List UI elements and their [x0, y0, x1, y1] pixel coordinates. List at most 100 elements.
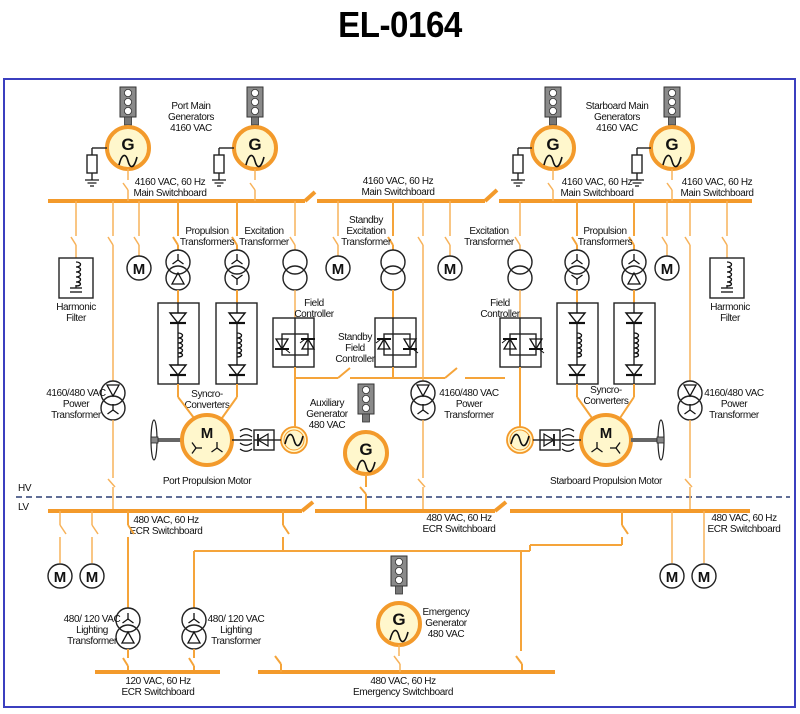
svg-text:4160/480 VAC: 4160/480 VAC: [46, 388, 106, 399]
svg-text:Transformer: Transformer: [709, 410, 760, 421]
svg-text:Port Main: Port Main: [171, 101, 210, 112]
motor-lv-starboard-1[interactable]: [659, 511, 685, 589]
svg-text:Harmonic: Harmonic: [710, 302, 750, 313]
svg-text:Controller: Controller: [294, 309, 334, 320]
svg-text:Propulsion: Propulsion: [185, 226, 228, 237]
svg-text:Converters: Converters: [584, 396, 629, 407]
svg-text:G: G: [248, 135, 261, 154]
hv-zone-label: HV: [18, 483, 32, 494]
field-controller-port[interactable]: Field Controller: [272, 298, 335, 368]
motor-lv-starboard-2[interactable]: [691, 511, 717, 589]
svg-text:Generators: Generators: [594, 112, 640, 123]
brushless-exciter-port[interactable]: [232, 426, 308, 454]
svg-text:480 VAC, 60 Hz: 480 VAC, 60 Hz: [426, 513, 492, 524]
motor-lv-port-2[interactable]: [79, 511, 105, 589]
power-transformer-port[interactable]: 4160/480 VAC Power Transformer: [46, 201, 126, 511]
brushless-exciter-starboard[interactable]: [506, 426, 581, 454]
svg-text:ECR Switchboard: ECR Switchboard: [423, 524, 496, 535]
svg-text:Transformer: Transformer: [239, 237, 290, 248]
svg-text:Standby: Standby: [349, 215, 383, 226]
svg-text:4160/480 VAC: 4160/480 VAC: [704, 388, 764, 399]
diagram-frame: [3, 78, 796, 708]
main-switchboard-center-label: 4160 VAC, 60 Hz Main Switchboard: [361, 176, 434, 198]
standby-excitation-transformer[interactable]: Standby Excitation Transformer: [341, 201, 406, 318]
field-controller-starboard[interactable]: Field Controller: [480, 298, 545, 368]
svg-text:G: G: [665, 135, 678, 154]
svg-text:Transformer: Transformer: [444, 410, 495, 421]
svg-text:Transformer: Transformer: [51, 410, 102, 421]
power-transformer-center[interactable]: 4160/480 VAC Power Transformer: [410, 380, 499, 511]
svg-text:480 VAC, 60 Hz: 480 VAC, 60 Hz: [370, 676, 436, 687]
svg-text:Transformer: Transformer: [67, 636, 118, 647]
main-switchboard-starboard-a-label: 4160 VAC, 60 Hz Main Switchboard: [560, 177, 633, 199]
svg-text:Transformer: Transformer: [211, 636, 262, 647]
svg-text:Filter: Filter: [66, 313, 87, 324]
emergency-bus: 480 VAC, 60 Hz Emergency Switchboard: [258, 670, 555, 698]
motor-center-2[interactable]: [437, 201, 463, 281]
motor-lv-port-1[interactable]: [47, 511, 73, 589]
port-main-generators-label: Port Main Generators 4160 VAC: [168, 101, 215, 134]
svg-text:Transformers: Transformers: [180, 237, 235, 248]
svg-text:Standby: Standby: [338, 332, 372, 343]
auxiliary-generator[interactable]: G Auxiliary Generator 480 VAC: [306, 383, 389, 511]
main-bus-port: [48, 190, 317, 203]
excitation-transformer-port[interactable]: Excitation Transformer: [239, 201, 308, 318]
svg-text:Auxiliary: Auxiliary: [310, 398, 345, 409]
lighting-transformer-1[interactable]: 480/ 120 VAC Lighting Transformer: [64, 511, 141, 672]
syncro-converters-port-label: Syncro- Converters: [185, 389, 231, 411]
svg-text:ECR Switchboard: ECR Switchboard: [708, 524, 781, 535]
svg-text:Propulsion: Propulsion: [583, 226, 626, 237]
starboard-propulsion-motor[interactable]: M Starboard Propulsion Motor: [550, 413, 665, 487]
propulsion-transformer-port-1[interactable]: [165, 201, 191, 303]
svg-text:Excitation: Excitation: [469, 226, 508, 237]
lighting-transformer-2[interactable]: 480/ 120 VAC Lighting Transformer: [181, 607, 265, 672]
svg-text:Generators: Generators: [168, 112, 214, 123]
motor-center-1[interactable]: [325, 201, 351, 281]
svg-text:480 VAC, 60 Hz: 480 VAC, 60 Hz: [133, 515, 199, 526]
syncro-converter-port-2[interactable]: [215, 302, 258, 385]
svg-text:Main Switchboard: Main Switchboard: [361, 187, 434, 198]
ecr-bus-port: [48, 500, 315, 513]
lv-zone-label: LV: [18, 502, 29, 513]
svg-text:Generator: Generator: [306, 409, 348, 420]
syncro-converters-starboard-label: Syncro- Converters: [584, 385, 630, 407]
syncro-converter-starboard-1[interactable]: [556, 302, 599, 385]
svg-text:Power: Power: [456, 399, 483, 410]
svg-text:Filter: Filter: [720, 313, 741, 324]
port-propulsion-motor[interactable]: M Port Propulsion Motor: [150, 413, 253, 487]
starboard-propulsion-motor-label: Starboard Propulsion Motor: [550, 476, 663, 487]
propulsion-transformer-port-2[interactable]: [224, 201, 250, 303]
svg-text:Converters: Converters: [185, 400, 230, 411]
propulsion-transformer-starboard-1[interactable]: [564, 201, 590, 303]
harmonic-filter-starboard[interactable]: Harmonic Filter: [709, 201, 751, 324]
svg-text:4160 VAC: 4160 VAC: [170, 123, 212, 134]
svg-text:M: M: [201, 425, 214, 442]
svg-text:4160 VAC, 60 Hz: 4160 VAC, 60 Hz: [363, 176, 434, 187]
propulsion-transformer-starboard-2[interactable]: [621, 201, 647, 303]
main-switchboard-starboard-b-label: 4160 VAC, 60 Hz Main Switchboard: [680, 177, 753, 199]
svg-text:M: M: [600, 425, 613, 442]
svg-text:Syncro-: Syncro-: [191, 389, 223, 400]
svg-text:Generator: Generator: [425, 618, 467, 629]
starboard-main-generator-1[interactable]: G: [510, 86, 576, 201]
excitation-transformer-starboard[interactable]: Excitation Transformer: [464, 201, 533, 318]
ecr-emergency-feeder-starboard: [529, 511, 629, 551]
svg-text:Lighting: Lighting: [220, 625, 252, 636]
harmonic-filter-port[interactable]: Harmonic Filter: [56, 201, 97, 324]
svg-text:G: G: [359, 440, 372, 459]
syncro-converter-port-1[interactable]: [157, 302, 200, 385]
syncro-converter-starboard-2[interactable]: [613, 302, 656, 385]
ecr-emergency-feeder-port: [193, 511, 530, 611]
emergency-generator[interactable]: G Emergency Generator 480 VAC: [376, 555, 470, 672]
power-transformer-starboard[interactable]: 4160/480 VAC Power Transformer: [677, 201, 764, 511]
port-main-generator-2[interactable]: G: [211, 86, 278, 201]
starboard-main-generator-2[interactable]: G: [629, 86, 695, 201]
ecr-switchboard-starboard-label: 480 VAC, 60 Hz ECR Switchboard: [708, 513, 781, 535]
motor-port-hv[interactable]: [126, 201, 152, 281]
svg-text:480/ 120 VAC: 480/ 120 VAC: [208, 614, 265, 625]
svg-text:ECR Switchboard: ECR Switchboard: [130, 526, 203, 537]
svg-text:4160 VAC, 60 Hz: 4160 VAC, 60 Hz: [562, 177, 633, 188]
standby-field-controller[interactable]: Standby Field Controller: [335, 317, 419, 368]
motor-starboard-hv[interactable]: [654, 201, 680, 281]
port-main-generator-1[interactable]: G: [84, 86, 151, 201]
